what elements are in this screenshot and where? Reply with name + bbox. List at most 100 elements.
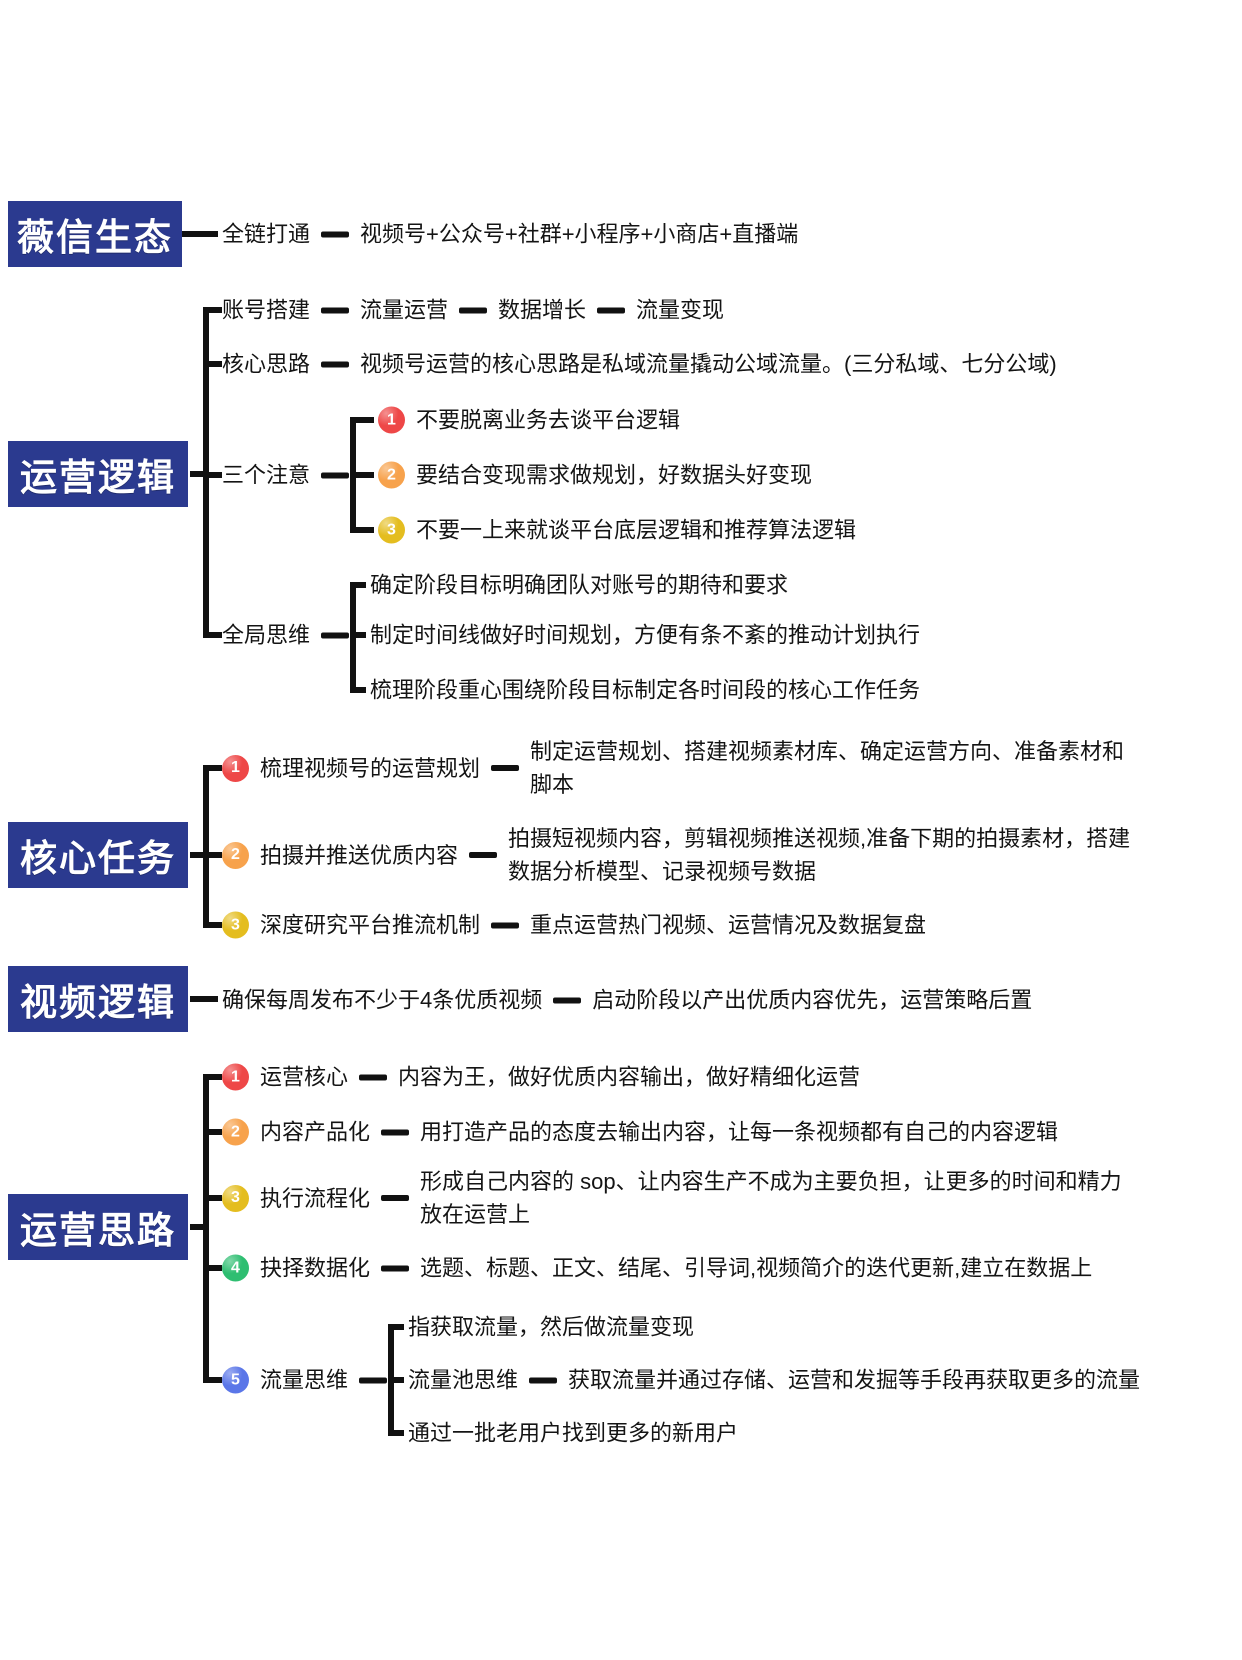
node-text: 要结合变现需求做规划，好数据头好变现 <box>416 462 813 488</box>
node-label: 全链打通 <box>222 221 311 247</box>
node-label: 执行流程化 <box>260 1185 371 1211</box>
connector-line <box>209 852 222 858</box>
node-text: 制定运营规划、搭建视频素材库、确定运营方向、准备素材和脚本 <box>530 739 1125 797</box>
global-item: 梳理阶段重心围绕阶段目标制定各时间段的核心工作任务 <box>370 674 920 707</box>
branch-video-publish: 确保每周发布不少于4条优质视频 启动阶段以产出优质内容优先，运营策略后置 <box>222 984 1032 1017</box>
connector-dash <box>491 765 520 771</box>
connector-line <box>394 1430 404 1436</box>
number-badge-icon: 1 <box>378 406 405 434</box>
branch-full-chain: 全链打通 视频号+公众号+社群+小程序+小商店+直播端 <box>222 218 798 251</box>
topic-video-logic: 视频逻辑 <box>8 966 188 1032</box>
connector-line <box>209 1195 222 1201</box>
core-task-item: 2 拍摄并推送优质内容 拍摄短视频内容，剪辑视频推送视频,准备下期的拍摄素材，搭… <box>222 822 1148 888</box>
caution-item: 1 不要脱离业务去谈平台逻辑 <box>378 404 680 437</box>
number-badge-icon: 2 <box>222 841 249 869</box>
connector-line <box>182 231 218 237</box>
connector-line <box>356 582 366 588</box>
number-badge-icon: 5 <box>222 1366 249 1394</box>
node-label: 三个注意 <box>222 462 311 488</box>
connector-dash <box>321 472 350 478</box>
traffic-sub-item: 流量池思维 获取流量并通过存储、运营和发掘等手段再获取更多的流量 <box>408 1364 1140 1397</box>
traffic-sub-item: 通过一批老用户找到更多的新用户 <box>408 1417 738 1450</box>
connector-line <box>356 687 366 693</box>
connector-line <box>356 632 366 638</box>
node-label: 抉择数据化 <box>260 1255 371 1281</box>
node-text: 选题、标题、正文、结尾、引导词,视频简介的迭代更新,建立在数据上 <box>420 1255 1093 1281</box>
topic-operation-logic: 运营逻辑 <box>8 441 188 507</box>
node-label: 确保每周发布不少于4条优质视频 <box>222 987 543 1013</box>
connector-line <box>190 1224 203 1230</box>
connector-bracket <box>203 765 209 928</box>
number-badge-icon: 3 <box>222 1184 249 1212</box>
node-text: 重点运营热门视频、运营情况及数据复盘 <box>530 912 927 938</box>
number-badge-icon: 3 <box>378 516 405 544</box>
node-label: 深度研究平台推流机制 <box>260 912 481 938</box>
connector-bracket <box>388 1324 394 1436</box>
node-text: 不要脱离业务去谈平台逻辑 <box>416 407 681 433</box>
core-task-item: 3 深度研究平台推流机制 重点运营热门视频、运营情况及数据复盘 <box>222 909 926 942</box>
number-badge-icon: 1 <box>222 1063 249 1091</box>
connector-line <box>209 307 222 313</box>
node-text: 内容为王，做好优质内容输出，做好精细化运营 <box>398 1064 861 1090</box>
node-text: 通过一批老用户找到更多的新用户 <box>408 1420 739 1446</box>
connector-bracket <box>350 582 356 693</box>
node-label: 拍摄并推送优质内容 <box>260 842 459 868</box>
thinking-item: 1 运营核心 内容为王，做好优质内容输出，做好精细化运营 <box>222 1061 860 1094</box>
number-badge-icon: 1 <box>222 754 249 782</box>
connector-line <box>209 765 222 771</box>
connector-line <box>209 1265 222 1271</box>
node-text: 流量变现 <box>636 297 725 323</box>
topic-core-tasks: 核心任务 <box>8 822 188 888</box>
node-label: 账号搭建 <box>222 297 311 323</box>
node-label: 运营核心 <box>260 1064 349 1090</box>
global-item: 制定时间线做好时间规划，方便有条不紊的推动计划执行 <box>370 619 920 652</box>
node-text: 获取流量并通过存储、运营和发掘等手段再获取更多的流量 <box>568 1367 1141 1393</box>
node-label: 流量思维 <box>260 1367 349 1393</box>
core-task-item: 1 梳理视频号的运营规划 制定运营规划、搭建视频素材库、确定运营方向、准备素材和… <box>222 735 1142 801</box>
connector-line <box>190 852 203 858</box>
number-badge-icon: 2 <box>222 1118 249 1146</box>
connector-dash <box>491 922 520 928</box>
thinking-item: 4 抉择数据化 选题、标题、正文、结尾、引导词,视频简介的迭代更新,建立在数据上 <box>222 1252 1092 1285</box>
connector-line <box>209 922 222 928</box>
number-badge-icon: 4 <box>222 1254 249 1282</box>
connector-dash <box>553 997 582 1003</box>
node-text: 形成自己内容的 sop、让内容生产不成为主要负担，让更多的时间和精力放在运营上 <box>420 1169 1122 1227</box>
connector-bracket <box>203 307 209 638</box>
connector-dash <box>597 307 626 313</box>
node-text: 不要一上来就谈平台底层逻辑和推荐算法逻辑 <box>416 517 857 543</box>
caution-item: 3 不要一上来就谈平台底层逻辑和推荐算法逻辑 <box>378 514 856 547</box>
connector-line <box>209 472 222 478</box>
connector-dash <box>321 361 350 367</box>
connector-line <box>356 527 374 533</box>
branch-global-thinking: 全局思维 <box>222 619 350 652</box>
global-item: 确定阶段目标明确团队对账号的期待和要求 <box>370 569 788 602</box>
node-text: 指获取流量，然后做流量变现 <box>408 1314 695 1340</box>
thinking-item: 5 流量思维 <box>222 1364 388 1397</box>
number-badge-icon: 2 <box>378 461 405 489</box>
node-label: 梳理视频号的运营规划 <box>260 755 481 781</box>
connector-dash <box>459 307 488 313</box>
connector-line <box>190 996 218 1002</box>
connector-line <box>209 1074 222 1080</box>
connector-line <box>209 361 222 367</box>
traffic-sub-item: 指获取流量，然后做流量变现 <box>408 1311 694 1344</box>
connector-line <box>209 632 222 638</box>
connector-dash <box>359 1377 388 1383</box>
node-text: 确定阶段目标明确团队对账号的期待和要求 <box>370 572 789 598</box>
connector-dash <box>359 1074 388 1080</box>
connector-dash <box>381 1265 410 1271</box>
connector-line <box>394 1377 404 1383</box>
connector-dash <box>529 1377 558 1383</box>
node-label: 内容产品化 <box>260 1119 371 1145</box>
connector-line <box>356 417 374 423</box>
connector-line <box>356 472 374 478</box>
connector-dash <box>321 307 350 313</box>
topic-operation-thinking: 运营思路 <box>8 1194 188 1260</box>
connector-line <box>209 1129 222 1135</box>
node-text: 梳理阶段重心围绕阶段目标制定各时间段的核心工作任务 <box>370 677 921 703</box>
connector-line <box>394 1324 404 1330</box>
node-label: 流量池思维 <box>408 1367 519 1393</box>
node-text: 制定时间线做好时间规划，方便有条不紊的推动计划执行 <box>370 622 921 648</box>
